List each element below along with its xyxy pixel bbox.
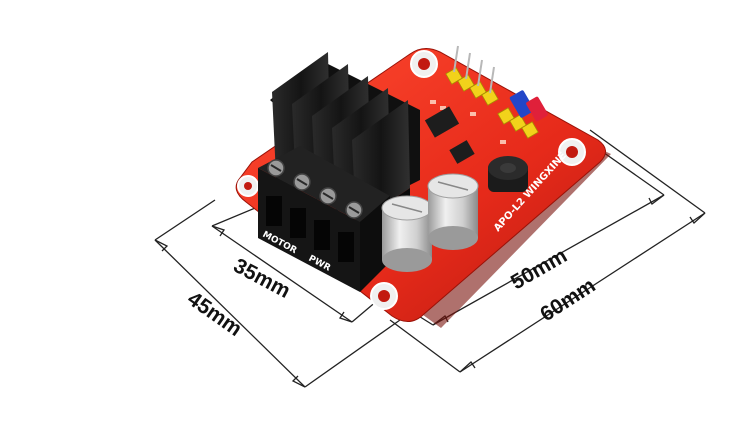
jumper-red	[526, 96, 548, 122]
arrow-50-end	[648, 194, 665, 205]
dim-label-45: 45mm	[183, 287, 246, 341]
dimension-lines	[154, 129, 706, 388]
dim-line-50	[432, 194, 665, 326]
arrow-35-start	[211, 225, 226, 237]
dim-label-60: 60mm	[536, 274, 599, 326]
arrow-60-end	[689, 212, 706, 224]
header-pins	[445, 45, 548, 139]
dim-line-45	[154, 239, 306, 388]
ic-chip	[424, 106, 460, 138]
arrow-60-start	[459, 361, 476, 373]
inductor	[488, 156, 528, 192]
dim-label-35: 35mm	[230, 254, 294, 303]
arrow-45-start	[154, 239, 169, 252]
regulator-chip	[449, 140, 475, 164]
capacitor-1	[381, 195, 433, 272]
dim-label-50: 50mm	[507, 244, 571, 294]
jumper-blue	[509, 90, 535, 118]
arrow-45-end	[291, 375, 306, 388]
arrow-35-end	[338, 311, 353, 323]
dim-line-60	[459, 212, 706, 373]
capacitor-2	[427, 173, 479, 250]
dim-line-35	[211, 225, 353, 323]
